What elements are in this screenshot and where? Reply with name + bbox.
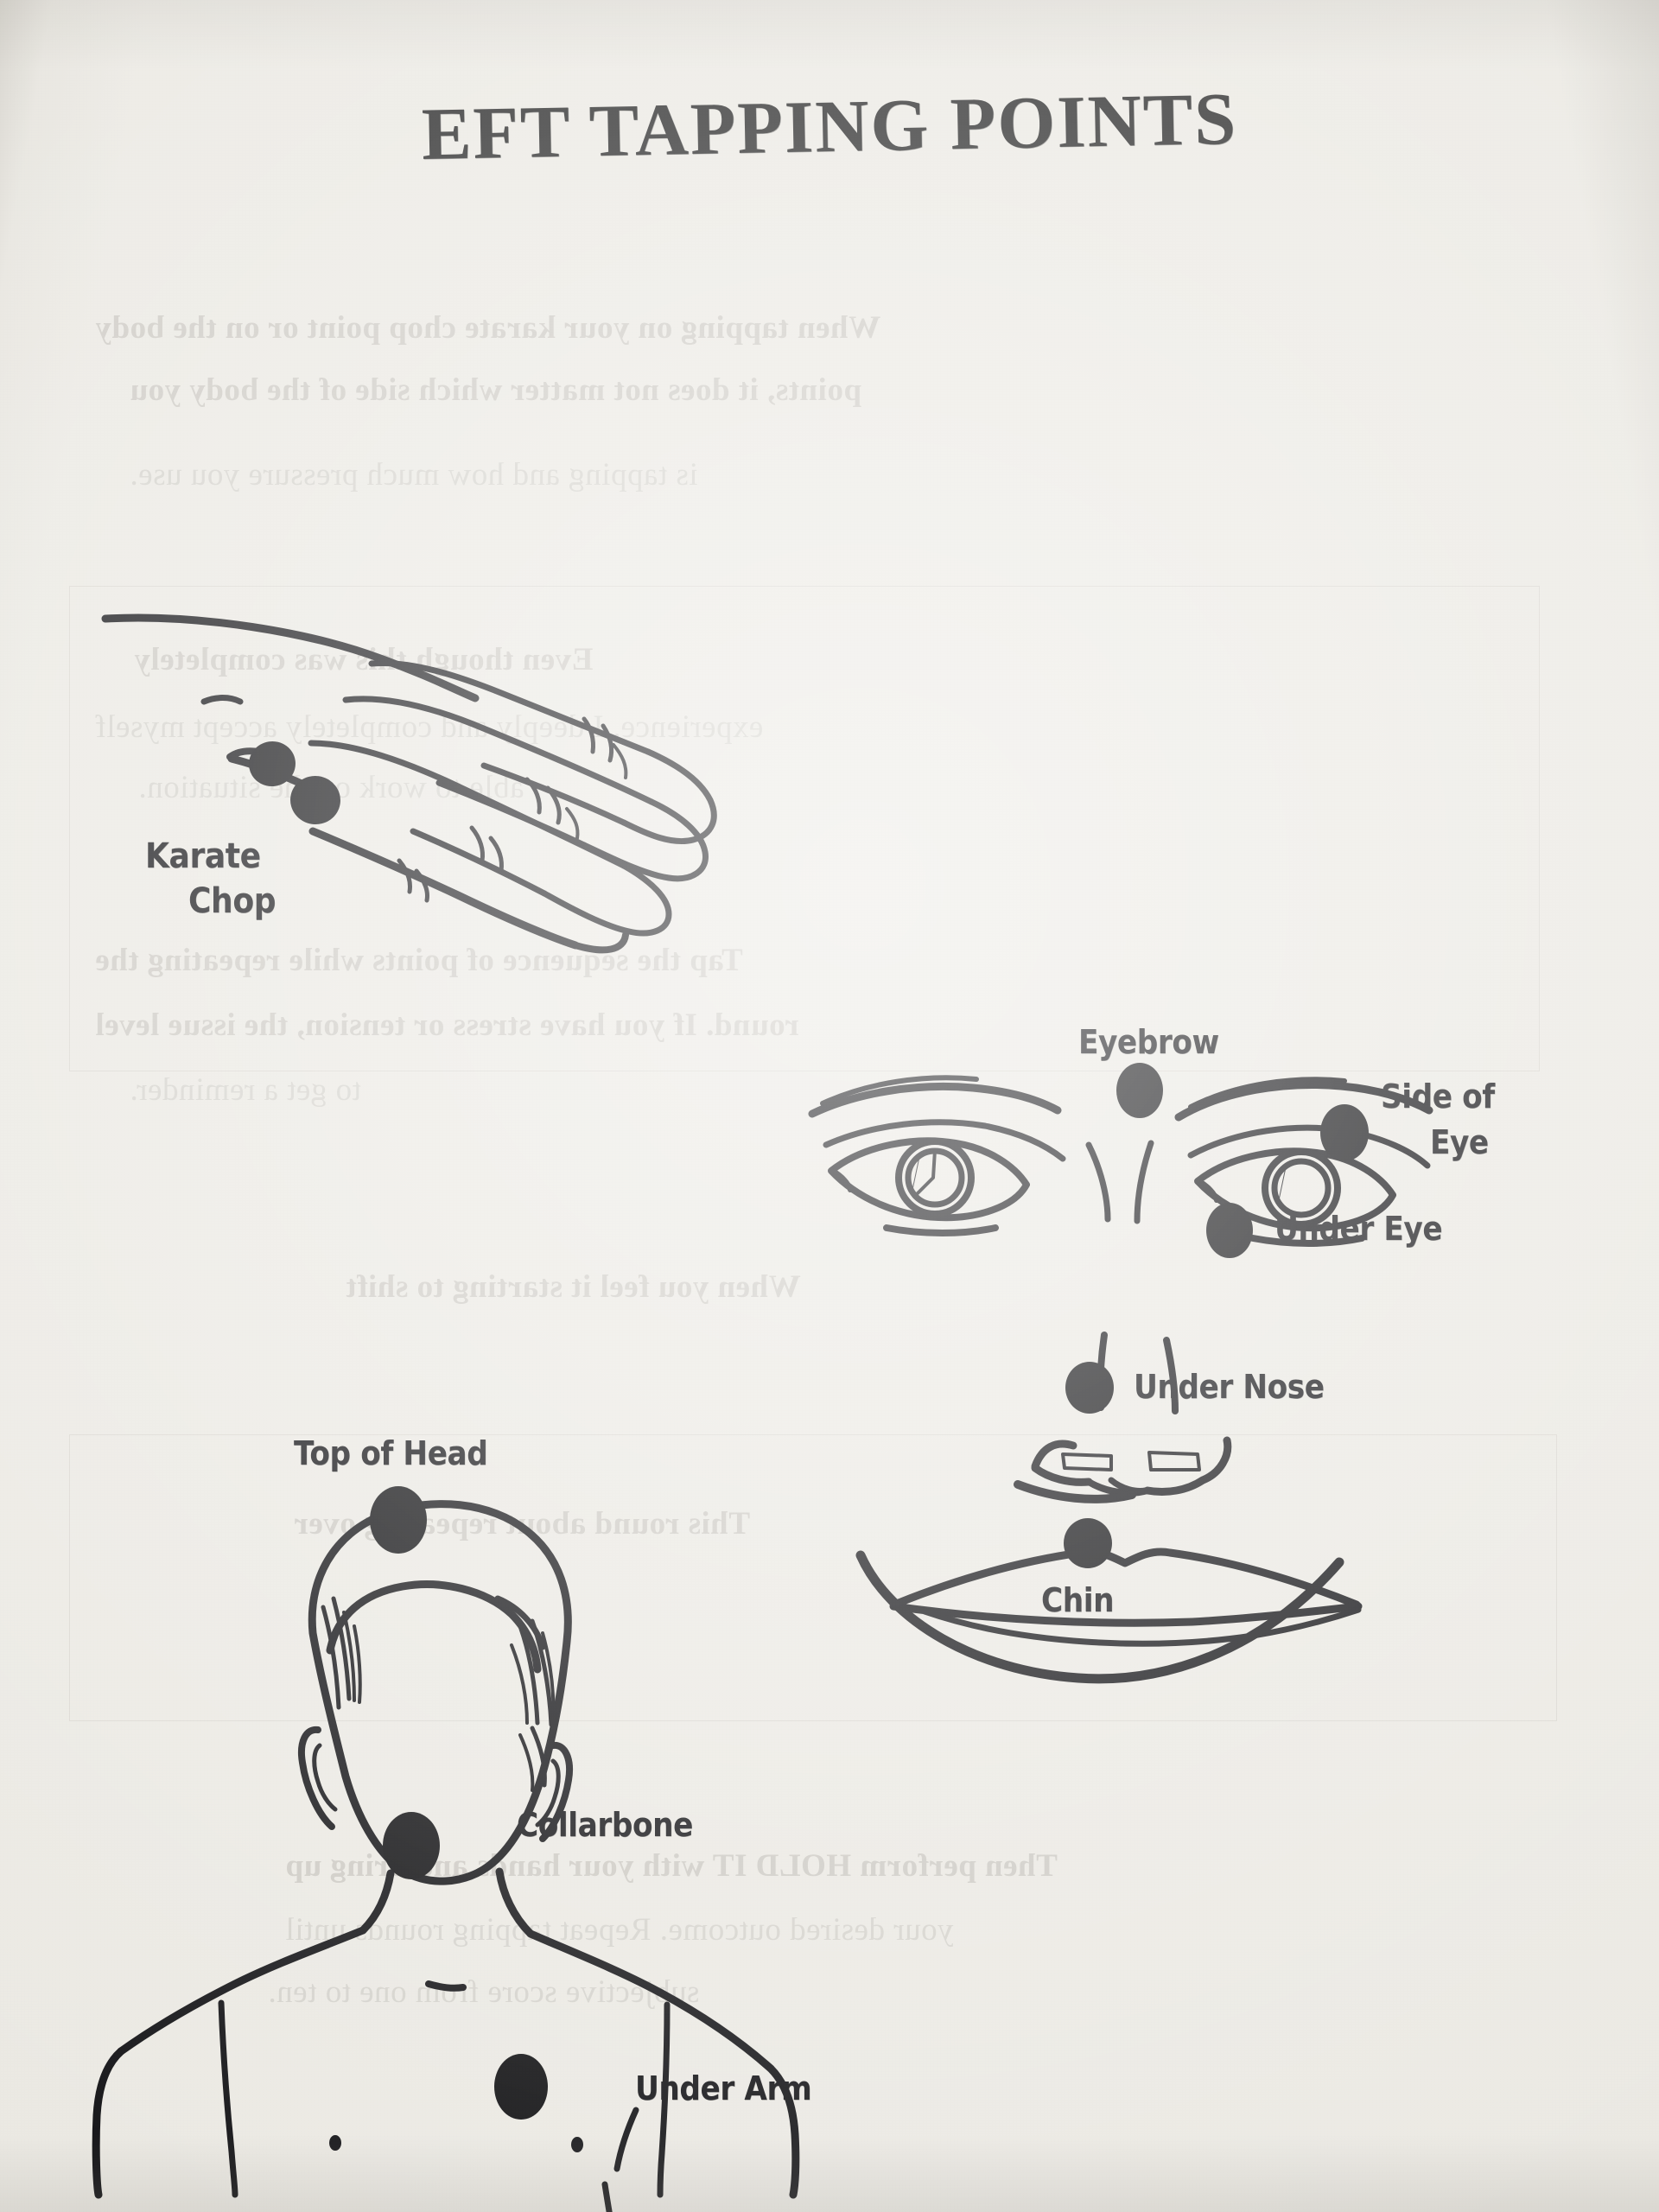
ghost-line-10: When you feel it starting to shift	[346, 1269, 801, 1305]
label-karate-chop-line1: Karate	[145, 836, 261, 876]
label-karate-chop-line2: Chop	[188, 881, 276, 921]
label-under-arm: Under Arm	[635, 2069, 812, 2107]
tapping-point-side-of-eye[interactable]	[1320, 1104, 1369, 1161]
label-top-of-head: Top of Head	[294, 1434, 488, 1472]
ghost-line-1: When tapping on your karate chop point o…	[95, 310, 881, 346]
label-side-of-eye-line2: Eye	[1430, 1123, 1489, 1161]
label-side-of-eye-line1: Side of	[1381, 1077, 1495, 1116]
tapping-point-top-of-head[interactable]	[370, 1486, 427, 1554]
tapping-point-eyebrow[interactable]	[1116, 1063, 1163, 1118]
tapping-point-under-eye[interactable]	[1206, 1203, 1253, 1258]
tapping-point-under-arm[interactable]	[494, 2054, 548, 2120]
ghost-line-2: points, it does not matter which side of…	[130, 372, 862, 408]
jaw-and-chin-crease	[855, 1480, 1344, 1684]
ghost-line-9: to get a reminder.	[130, 1072, 361, 1108]
ghost-line-8: round. If you have stress or tension, th…	[95, 1007, 799, 1043]
label-eyebrow: Eyebrow	[1078, 1023, 1219, 1061]
ghost-line-3: is tapping and how much pressure you use…	[130, 457, 698, 493]
tapping-point-collarbone[interactable]	[383, 1812, 440, 1879]
tapping-point-under-nose[interactable]	[1065, 1362, 1114, 1414]
ghost-line-7: Tap the sequence of points while repeati…	[95, 943, 743, 978]
label-under-eye: Under Eye	[1274, 1210, 1443, 1248]
page-title: EFT TAPPING POINTS	[421, 76, 1238, 176]
label-collarbone: Collarbone	[517, 1806, 693, 1844]
label-under-nose: Under Nose	[1134, 1368, 1325, 1406]
